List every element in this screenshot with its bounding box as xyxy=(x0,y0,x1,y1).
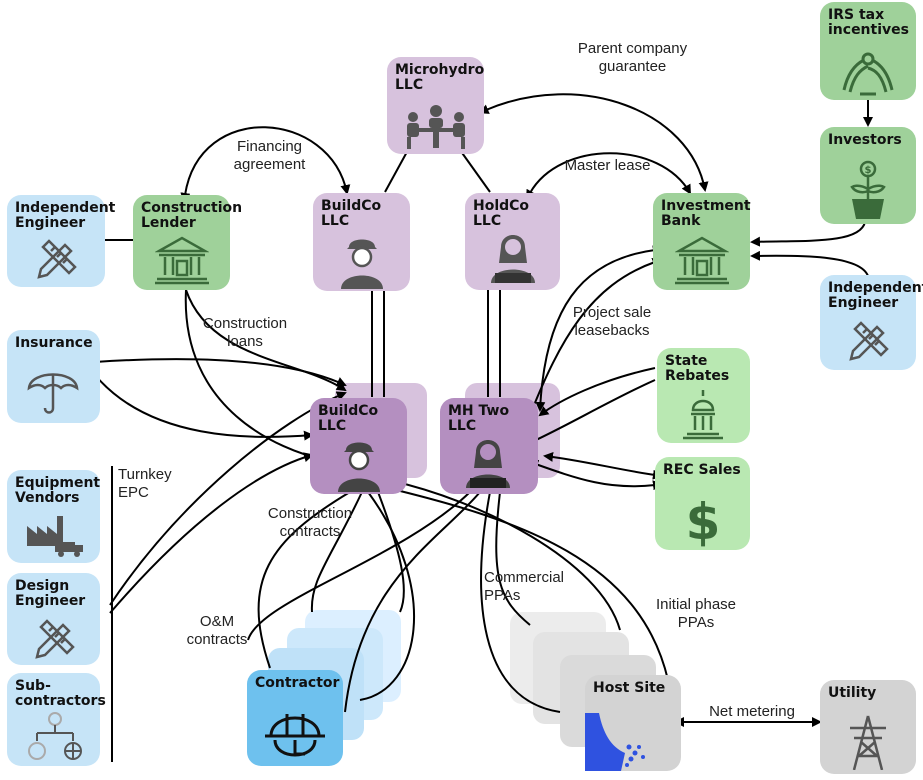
master-lease-label: Master lease xyxy=(564,157,651,174)
host-site-node: Host Site xyxy=(585,675,681,771)
rec-sales-node: REC Sales $ xyxy=(655,457,750,550)
construction-loans-label: Construction loans xyxy=(202,315,288,350)
person-laptop-icon xyxy=(466,440,510,488)
waterfall-icon xyxy=(585,713,645,771)
independent-engineer-left-label: Independent Engineer xyxy=(15,200,116,231)
edge-microhydro-buildco xyxy=(384,149,409,193)
utility-node: Utility xyxy=(820,680,916,774)
microhydro-llc-node: Microhydro LLC xyxy=(387,57,484,154)
equipment-vendors-label: Equipment Vendors xyxy=(15,475,101,506)
irs-tax-incentives-node: IRS tax incentives xyxy=(820,2,916,100)
umbrella-icon xyxy=(27,373,79,414)
equipment-vendors-node: Equipment Vendors xyxy=(7,470,100,563)
edge-commercial-ppa-a xyxy=(480,491,561,713)
microhydro-label: Microhydro LLC xyxy=(395,62,485,93)
edge-microhydro-holdco xyxy=(459,149,491,193)
insurance-node: Insurance xyxy=(7,330,100,423)
svg-text:$: $ xyxy=(686,493,721,547)
commercial-ppas-label: Commercial PPAs xyxy=(484,569,565,604)
factory-truck-icon xyxy=(27,516,83,557)
pencil-ruler-icon xyxy=(35,619,75,659)
edge-initial-ppa-a xyxy=(387,487,669,681)
edge-parent-guarantee xyxy=(478,93,709,192)
edge-rec-sales-b xyxy=(528,460,663,491)
edge-construction-contract-a xyxy=(257,491,351,669)
svg-text:$: $ xyxy=(865,165,872,176)
bank-icon xyxy=(675,236,729,285)
person-laptop-icon xyxy=(491,235,535,283)
investment-bank-label: Investment Bank xyxy=(661,198,751,229)
worker-icon xyxy=(338,442,380,492)
edge-project-sale-b xyxy=(528,257,663,417)
edge-initial-ppa-b xyxy=(387,479,621,631)
state-rebates-label: State Rebates xyxy=(665,353,730,384)
financing-agreement-label: Financing agreement xyxy=(233,138,306,173)
irs-label: IRS tax incentives xyxy=(828,7,909,38)
buildco-llc-top-node: BuildCo LLC xyxy=(313,193,410,291)
edge-construction-contract-b xyxy=(310,491,363,613)
edge-master-lease xyxy=(526,152,691,200)
mh-two-llc-label: MH Two LLC xyxy=(448,403,510,434)
investors-label: Investors xyxy=(828,132,902,148)
design-engineer-node: Design Engineer xyxy=(7,573,100,665)
holdco-llc-label: HoldCo LLC xyxy=(473,198,530,229)
pencil-ruler-icon xyxy=(849,321,889,361)
edge-commercial-ppa-b xyxy=(495,491,531,626)
investors-node: Investors $ xyxy=(820,127,916,224)
holdco-llc-node: HoldCo LLC xyxy=(465,193,560,290)
insurance-label: Insurance xyxy=(15,335,93,351)
edge-investors-bank xyxy=(750,221,866,247)
om-contracts-label: O&M contracts xyxy=(186,613,248,648)
meeting-table-icon xyxy=(407,105,465,149)
design-engineer-label: Design Engineer xyxy=(15,578,86,609)
initial-ppas-label: Initial phase PPAs xyxy=(655,596,737,631)
edge-engineer-bank xyxy=(750,250,869,277)
independent-engineer-right-label: Independent Engineer xyxy=(828,280,923,311)
bank-icon xyxy=(155,236,209,285)
parent-guarantee-label: Parent company guarantee xyxy=(577,40,688,75)
contractor-node: Contractor xyxy=(247,670,343,766)
utility-label: Utility xyxy=(828,685,877,701)
contractor-label: Contractor xyxy=(255,675,340,691)
edge-om-contract-b xyxy=(377,491,405,613)
subcontractors-node: Sub-contractors xyxy=(7,673,106,766)
money-plant-icon: $ xyxy=(850,160,886,219)
investment-bank-node: Investment Bank xyxy=(653,193,751,290)
pencil-ruler-icon xyxy=(37,239,77,279)
worker-icon xyxy=(341,239,383,289)
edge-om-contract-c xyxy=(247,491,471,641)
host-site-label: Host Site xyxy=(593,680,666,696)
edge-insurance-a xyxy=(94,358,347,387)
construction-lender-node: Construction Lender xyxy=(133,195,243,290)
hierarchy-icon xyxy=(28,712,82,760)
rec-sales-label: REC Sales xyxy=(663,462,741,478)
construction-lender-label: Construction Lender xyxy=(141,200,243,231)
independent-engineer-right-node: Independent Engineer xyxy=(820,275,923,370)
state-rebates-node: State Rebates xyxy=(657,348,750,443)
edge-epc-a xyxy=(109,452,314,614)
independent-engineer-left-node: Independent Engineer xyxy=(7,195,116,287)
construction-contracts-label: Construction contracts xyxy=(267,505,353,540)
dollar-icon: $ xyxy=(686,493,721,547)
mh-two-llc-node: MH Two LLC xyxy=(440,398,538,494)
edge-insurance-b xyxy=(94,374,314,441)
irs-eagle-icon xyxy=(842,52,894,96)
edge-om-contract-d xyxy=(344,491,481,713)
hard-hat-icon xyxy=(265,714,325,757)
edge-construction-loans-a xyxy=(185,289,347,392)
buildco-llc-top-label: BuildCo LLC xyxy=(321,198,382,229)
turnkey-epc-label: Turnkey EPC xyxy=(118,466,172,501)
edge-financing-agreement xyxy=(180,126,351,203)
power-tower-icon xyxy=(850,715,886,770)
project-sale-label: Project sale leasebacks xyxy=(572,304,652,339)
buildco-llc-main-node: BuildCo LLC xyxy=(310,398,407,494)
buildco-llc-main-label: BuildCo LLC xyxy=(318,403,379,434)
subcontractors-label: Sub-contractors xyxy=(15,678,106,709)
net-metering-label: Net metering xyxy=(709,703,795,720)
capitol-icon xyxy=(683,390,723,440)
edge-om-contract-a xyxy=(359,491,415,701)
edge-state-rebates-a xyxy=(538,367,656,417)
